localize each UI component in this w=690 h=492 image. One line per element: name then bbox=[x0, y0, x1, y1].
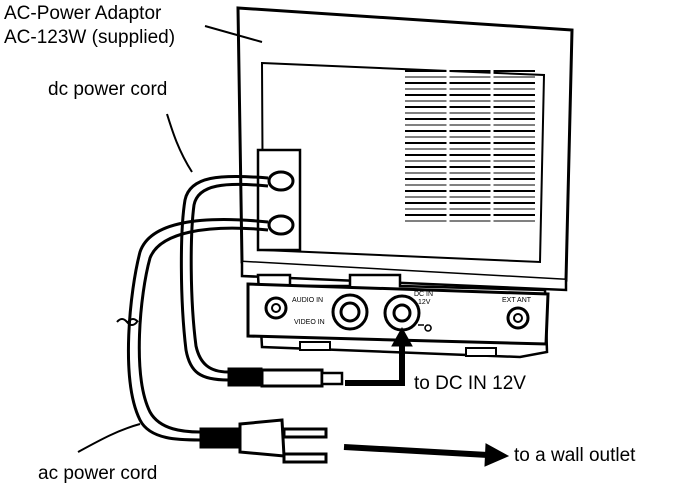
ac-plug bbox=[199, 418, 328, 464]
ext-ant-label: EXT ANT bbox=[502, 297, 532, 304]
cord-outlet-plate bbox=[256, 148, 302, 252]
dc-plug bbox=[227, 367, 344, 388]
vent-grille bbox=[405, 68, 535, 226]
wall-outlet-destination-label: to a wall outlet bbox=[514, 445, 636, 466]
arrow-to-wall bbox=[343, 443, 510, 467]
video-in-label: VIDEO IN bbox=[294, 319, 325, 326]
ac-cord-label: ac power cord bbox=[38, 463, 158, 484]
dc-cord-label: dc power cord bbox=[48, 79, 168, 100]
panel-labels: AUDIO IN VIDEO IN DC IN 12V EXT ANT bbox=[292, 291, 532, 332]
dc-power-cord bbox=[179, 174, 269, 382]
dc-in-destination-label: to DC IN 12V bbox=[414, 373, 526, 394]
video-unit-panel bbox=[246, 273, 550, 359]
arrow-to-dc-in bbox=[345, 326, 413, 386]
audio-in-label: AUDIO IN bbox=[292, 297, 323, 304]
dc-12v-label: 12V bbox=[418, 299, 431, 306]
adaptor-label-line1: AC-Power Adaptor bbox=[4, 3, 162, 24]
adaptor-label-line2: AC-123W (supplied) bbox=[4, 27, 176, 48]
leader-lines bbox=[77, 25, 263, 453]
dc-in-label: DC IN bbox=[414, 291, 433, 298]
ac-power-cord bbox=[126, 218, 269, 442]
